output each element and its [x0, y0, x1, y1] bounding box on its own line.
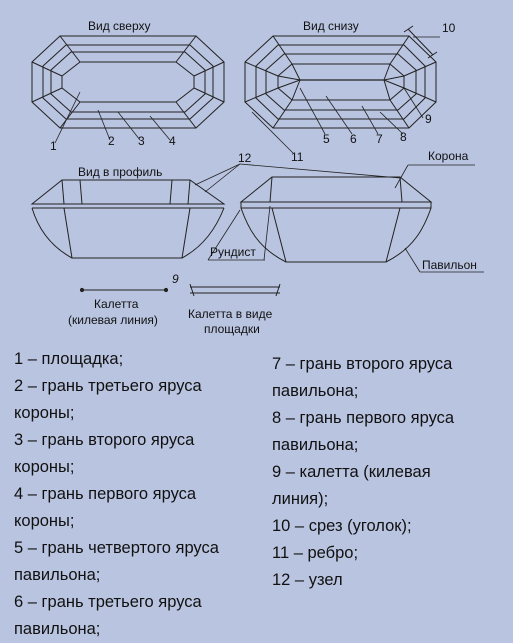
callout-9-symbol: 9 [172, 272, 179, 286]
callout-11: 11 [291, 150, 304, 164]
culet-sub-label: (килевая линия) [68, 313, 158, 327]
culet-area-label-2: площадки [204, 322, 260, 336]
legend-line: 1 – площадка; [14, 350, 124, 368]
leader-lines [54, 36, 484, 273]
legend-line: 10 – срез (уголок); [272, 517, 412, 535]
legend-line: 4 – грань первого яруса [14, 485, 197, 503]
legend-line: 5 – грань четвертого яруса [14, 539, 219, 557]
callout-3: 3 [138, 134, 145, 148]
top-view-drawing [31, 35, 225, 129]
culet-symbols [79, 283, 281, 297]
profile-view-right-drawing [239, 176, 433, 263]
legend-line: 12 – узел [272, 571, 343, 589]
legend-line: линия); [272, 490, 329, 508]
culet-area-label-1: Калетта в виде [188, 307, 273, 321]
legend-line: павильона; [272, 382, 359, 400]
legend-line: павильона; [272, 436, 359, 454]
profile-view-title: Вид в профиль [78, 165, 162, 179]
bottom-view-title: Вид снизу [303, 19, 359, 33]
top-view-title: Вид сверху [88, 19, 151, 33]
callout-10: 10 [442, 21, 456, 35]
legend-line: павильона; [14, 566, 101, 584]
legend-line: 9 – калетта (килевая [272, 463, 431, 481]
legend-left-column: 1 – площадка; 2 – грань третьего яруса кор… [14, 346, 264, 643]
pavilion-label: Павильон [422, 258, 477, 272]
culet-label: Калетта [94, 297, 139, 311]
crown-label: Корона [428, 149, 469, 163]
bottom-view-drawing [244, 25, 438, 129]
legend-line: 3 – грань второго яруса [14, 431, 195, 449]
callout-6: 6 [350, 132, 357, 146]
callout-4: 4 [169, 134, 176, 148]
callout-9: 9 [425, 112, 432, 126]
profile-view-drawing [30, 179, 226, 259]
legend-line: короны; [14, 458, 75, 476]
girdle-label: Рундист [210, 245, 256, 259]
legend-line: 11 – ребро; [272, 544, 359, 562]
legend-line: короны; [14, 512, 75, 530]
legend-line: 2 – грань третьего яруса [14, 377, 202, 395]
legend-line: 6 – грань третьего яруса [14, 593, 202, 611]
legend-right-column: 7 – грань второго яруса павильона; 8 – гра… [272, 351, 507, 594]
legend-line: 8 – грань первого яруса [272, 409, 455, 427]
legend-line: павильона; [14, 620, 101, 638]
callout-2: 2 [108, 134, 115, 148]
legend-line: 7 – грань второго яруса [272, 355, 453, 373]
callout-7: 7 [376, 132, 383, 146]
legend-line: короны; [14, 404, 75, 422]
callout-5: 5 [323, 132, 330, 146]
callout-12: 12 [238, 151, 252, 165]
callout-1: 1 [50, 139, 57, 153]
emerald-cut-diagram: Вид сверху Вид снизу Вид в профиль Корон… [30, 19, 484, 336]
callout-8: 8 [400, 130, 407, 144]
